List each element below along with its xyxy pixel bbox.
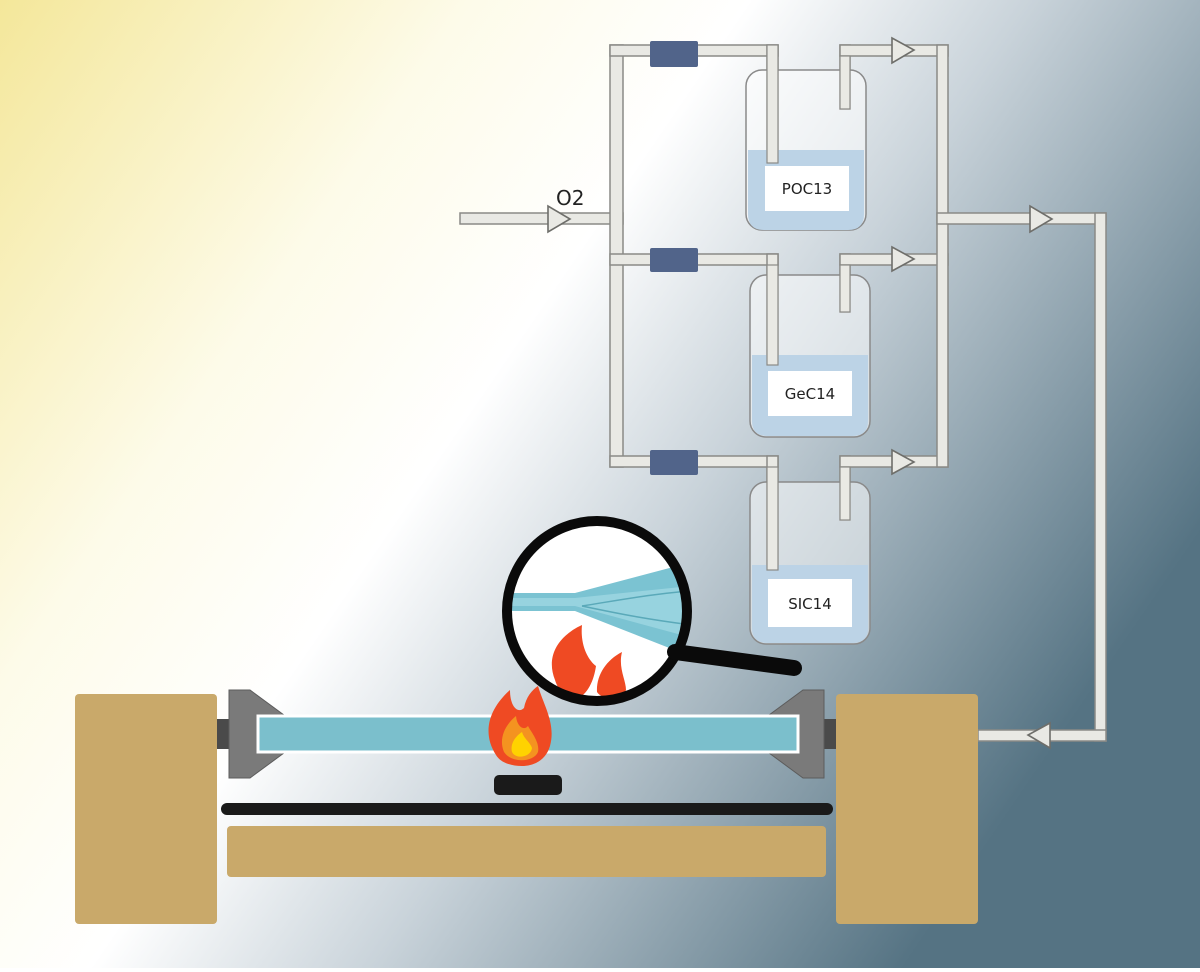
o2-inlet-pipe (459, 212, 624, 225)
flow-arrow-icon (891, 36, 916, 65)
bubbler-poc13: POC13 (745, 44, 867, 231)
bubbler-gec14: GeC14 (749, 264, 871, 438)
valve-icon (650, 450, 698, 475)
transfer-pipe-top (936, 212, 1107, 225)
bubbler-sic14: SIC14 (749, 466, 871, 645)
headstock (75, 694, 217, 924)
carriage-rail (221, 803, 833, 815)
flow-arrow-icon (891, 245, 916, 273)
magnifier-handle (667, 644, 802, 676)
bubbler-label: POC13 (782, 180, 832, 198)
tailstock (836, 694, 978, 924)
flow-arrow-icon (547, 204, 572, 234)
flow-arrows (547, 36, 1054, 750)
burner-base (494, 775, 562, 795)
valve-icon (650, 41, 698, 67)
magnifier (502, 516, 802, 706)
burner-flame (488, 686, 552, 766)
bubbler-label: SIC14 (788, 595, 832, 613)
outlet-manifold (936, 44, 949, 468)
transfer-pipe-down (1094, 212, 1107, 742)
lathe-bed (227, 826, 826, 877)
valve-icon (650, 248, 698, 272)
flow-arrow-icon (1026, 721, 1051, 750)
flow-arrow-icon (1029, 204, 1054, 234)
flow-arrow-icon (891, 448, 916, 476)
gas-label-o2: O2 (556, 186, 584, 210)
bubbler-label: GeC14 (785, 385, 835, 403)
mass-flow-controllers (650, 41, 698, 475)
magnifier-lens (502, 516, 692, 706)
